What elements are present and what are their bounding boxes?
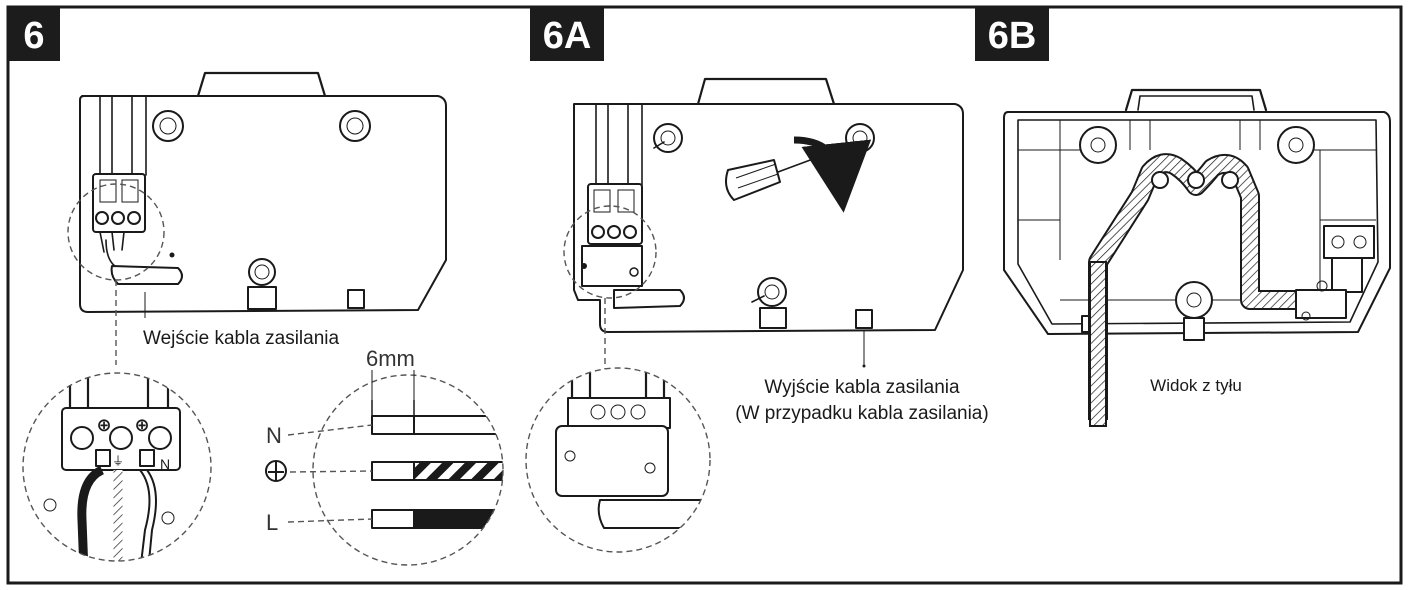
step-badge-6a: 6A [530,7,604,61]
step-number: 6A [543,15,592,57]
power-cable-exit-label-line2: (W przypadku kabla zasilania) [735,403,988,424]
step-number: 6B [988,15,1037,57]
panel-step-6a: Wyjście kabla zasilania (W przypadku kab… [525,77,989,553]
strip-length-label: 6mm [366,346,415,371]
panel-step-6: Wejście kabla zasilania ⊕ ⊕ ⏚ N [22,71,504,566]
wire-strip-detail: 6mm N L [265,346,504,566]
wire-l-label: L [266,510,278,535]
rear-view-label: Widok z tyłu [1150,376,1242,395]
terminal-cover-detail [525,367,711,553]
page-frame [6,5,1403,585]
wire-n-label: N [266,423,282,448]
power-cable-exit-label-line1: Wyjście kabla zasilania [764,377,960,398]
rotation-arrow-icon [793,136,872,213]
panel-step-6b: Widok z tyłu [1003,88,1391,427]
step-badge-6: 6 [8,7,60,61]
power-cable-entry-label: Wejście kabla zasilania [143,328,340,349]
terminal-n-label: N [160,456,170,472]
step-number: 6 [23,15,44,57]
terminal-detail-zoom: ⊕ ⊕ ⏚ N [22,372,212,562]
svg-text:⊕: ⊕ [134,415,149,435]
ground-icon: ⏚ [112,454,124,468]
ground-icon [265,460,287,482]
svg-text:⊕: ⊕ [96,415,111,435]
step-badge-6b: 6B [975,7,1049,61]
